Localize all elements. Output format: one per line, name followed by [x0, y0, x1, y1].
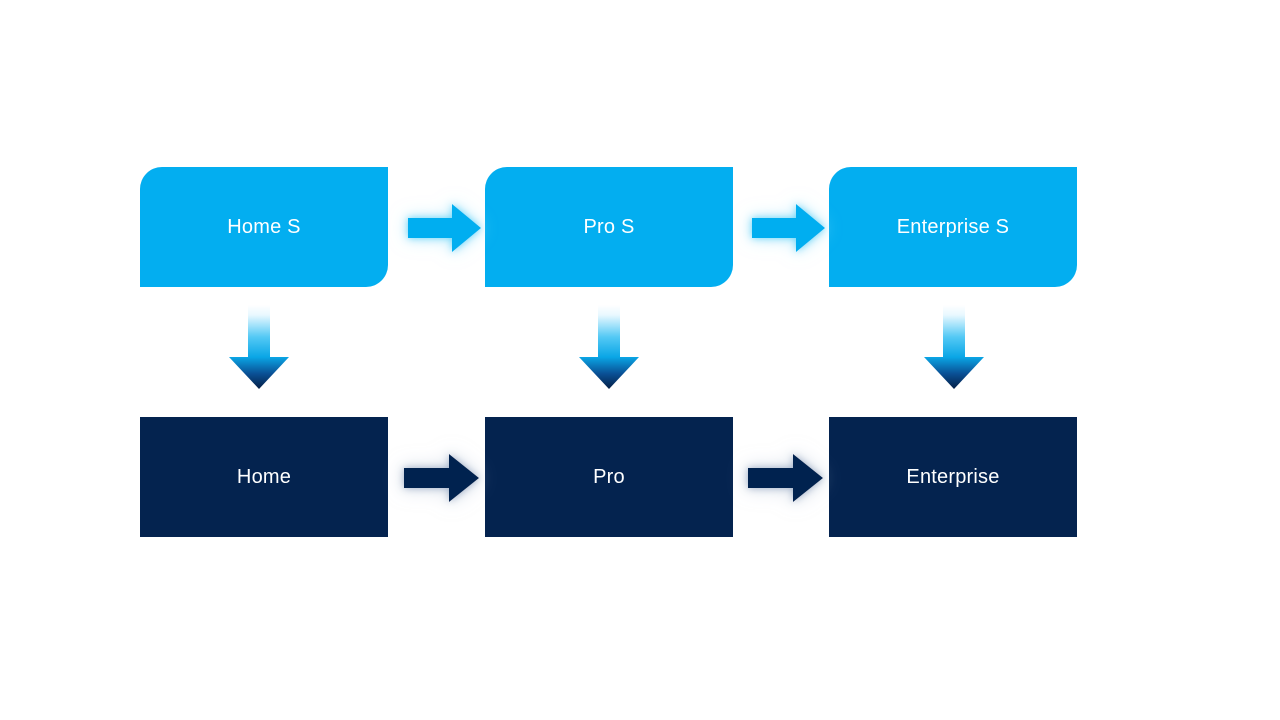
down-arrow-pro	[578, 305, 640, 390]
node-label: Home	[236, 466, 292, 488]
node-pro[interactable]: Pro	[485, 417, 733, 537]
node-enterprise-s[interactable]: Enterprise S	[829, 167, 1077, 287]
arrow-right-icon	[752, 204, 825, 252]
arrow-right-icon	[748, 454, 823, 502]
product-arrow-2	[748, 452, 824, 504]
node-label: Home S	[227, 216, 301, 238]
arrow-right-icon	[404, 454, 479, 502]
node-home-s[interactable]: Home S	[140, 167, 388, 287]
node-label: Enterprise S	[896, 216, 1010, 238]
arrow-down-icon	[924, 305, 984, 389]
node-label: Pro	[593, 466, 625, 488]
arrow-down-icon	[229, 305, 289, 389]
node-label: Enterprise	[906, 466, 1000, 488]
node-pro-s[interactable]: Pro S	[485, 167, 733, 287]
down-arrow-home	[228, 305, 290, 390]
node-home[interactable]: Home	[140, 417, 388, 537]
service-arrow-2	[752, 202, 826, 254]
product-arrow-1	[404, 452, 480, 504]
down-arrow-enterprise	[923, 305, 985, 390]
node-label: Pro S	[583, 216, 635, 238]
node-enterprise[interactable]: Enterprise	[829, 417, 1077, 537]
arrow-down-icon	[579, 305, 639, 389]
service-arrow-1	[408, 202, 482, 254]
arrow-right-icon	[408, 204, 481, 252]
